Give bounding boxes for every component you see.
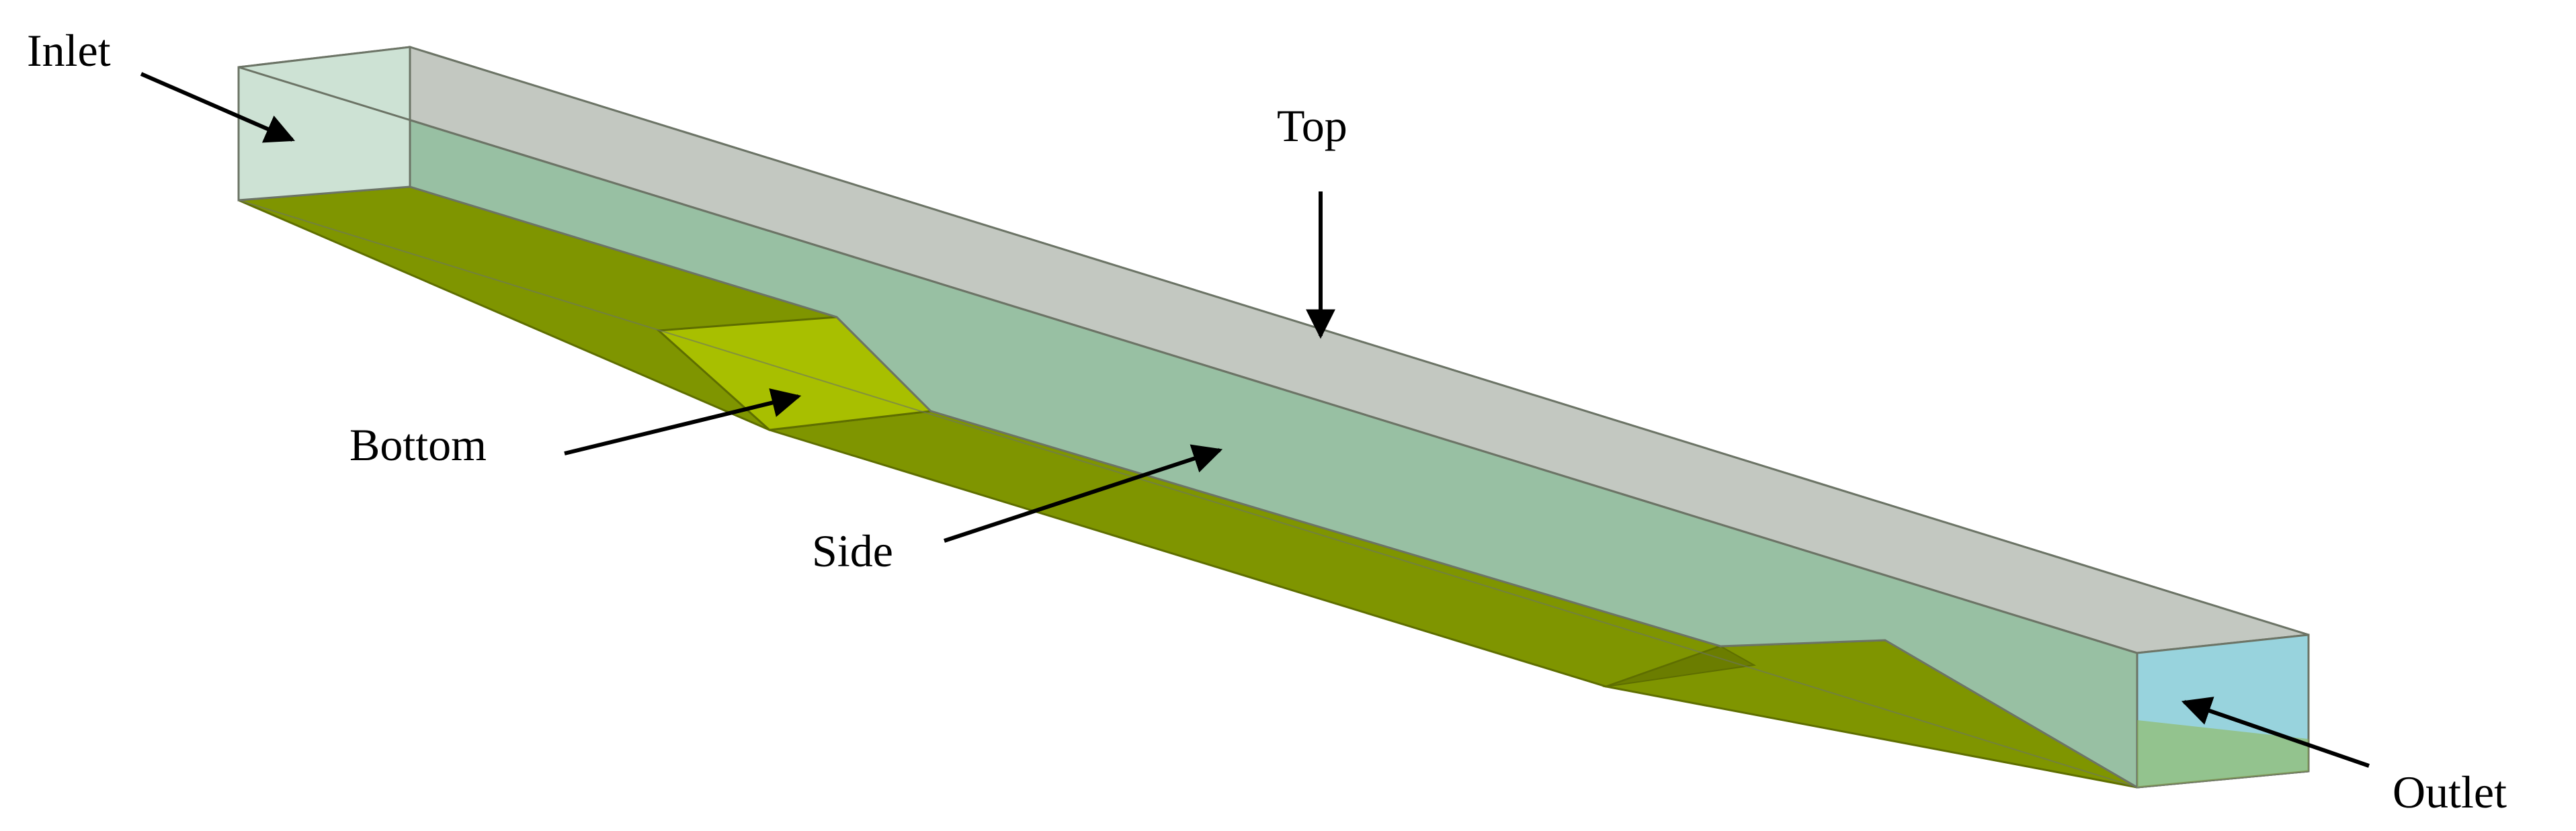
side-label: Side <box>812 525 893 576</box>
side-arrow <box>944 444 1223 543</box>
back-edge-bottom <box>238 200 2138 788</box>
top-label: Top <box>1277 100 1347 151</box>
inlet-face <box>237 46 411 202</box>
outlet-label: Outlet <box>2393 767 2507 818</box>
bottom-arrow <box>564 388 802 455</box>
back-edge-top <box>238 66 2138 654</box>
outlet-arrow <box>2181 697 2370 768</box>
outlet-face-bottom-band <box>2137 720 2309 787</box>
bottom-step-downstream <box>1606 645 1757 687</box>
inlet-arrow <box>140 72 296 143</box>
bottom-label: Bottom <box>349 419 487 470</box>
inlet-label: Inlet <box>27 25 111 76</box>
